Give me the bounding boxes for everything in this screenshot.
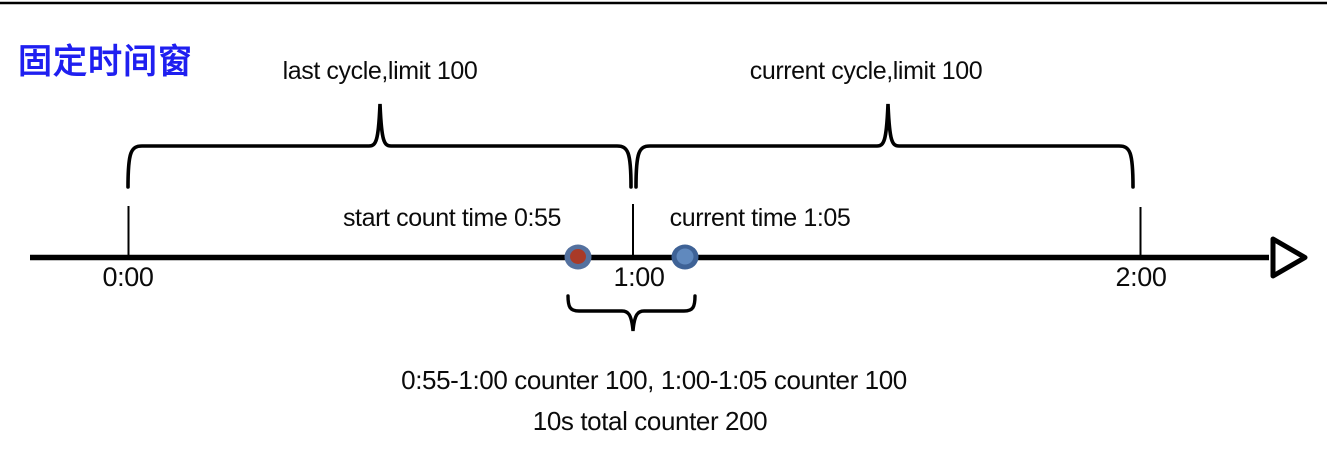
current-cycle-label: current cycle,limit 100	[749, 57, 983, 85]
last-cycle-brace	[126, 103, 633, 189]
counter-summary-line2: 10s total counter 200	[532, 406, 768, 436]
start-count-dot-core	[570, 249, 586, 264]
tick-label-1-00: 1:00	[613, 262, 665, 292]
arrow-right-icon	[1270, 236, 1308, 279]
page-title: 固定时间窗	[18, 43, 193, 81]
last-cycle-label: last cycle,limit 100	[282, 57, 478, 85]
tick-label-2-00: 2:00	[1115, 262, 1167, 292]
start-count-time-label: start count time 0:55	[342, 204, 562, 232]
count-span-brace	[566, 294, 697, 332]
current-time-dot	[671, 244, 699, 270]
current-cycle-brace	[634, 103, 1135, 189]
tick-label-0-00: 0:00	[102, 262, 154, 292]
current-time-dot-core	[676, 248, 694, 265]
start-count-dot	[564, 244, 592, 270]
counter-summary-line1: 0:55-1:00 counter 100, 1:00-1:05 counter…	[401, 365, 907, 395]
current-time-label: current time 1:05	[669, 204, 851, 232]
